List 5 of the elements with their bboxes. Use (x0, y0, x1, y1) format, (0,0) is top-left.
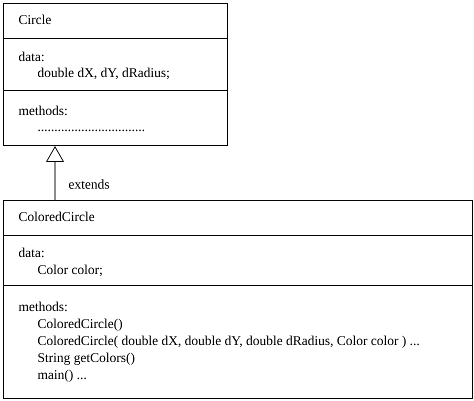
compartment: data: Color color; (3, 235, 473, 286)
compartment: methods: ................................ (3, 90, 228, 146)
compartment: data: double dX, dY, dRadius; (3, 38, 228, 91)
compartment: methods: ColoredCircle() ColoredCircle( double dX, double dY, double dRadius, Color color ) ... String getColors() main() ... (3, 285, 473, 399)
edge-label: extends (67, 178, 111, 190)
